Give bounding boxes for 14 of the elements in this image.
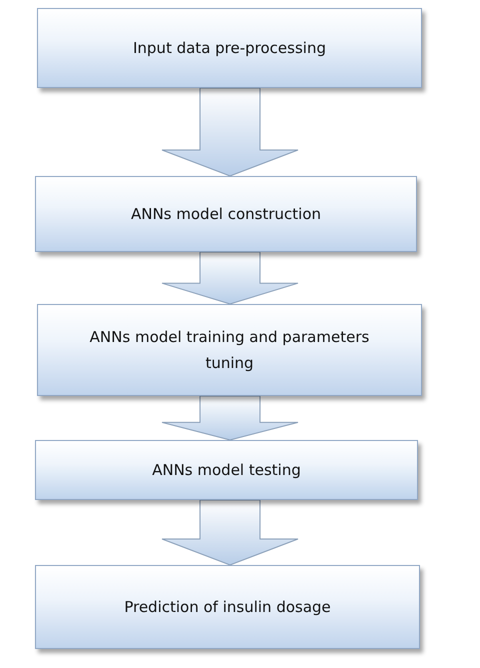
box-label: ANNs model training and parameters tuning (88, 326, 370, 374)
block-arrow (162, 500, 298, 566)
process-box (35, 440, 418, 500)
block-arrow (162, 396, 298, 441)
box-label: ANNs model construction (130, 204, 322, 225)
process-box (37, 8, 422, 88)
box-label: ANNs model testing (152, 460, 301, 481)
box-label: Input data pre-processing (132, 38, 326, 59)
process-box (35, 565, 420, 649)
process-box (37, 304, 422, 396)
process-box (35, 176, 417, 252)
box-label: Prediction of insulin dosage (124, 596, 331, 618)
block-arrow (162, 88, 298, 177)
block-arrow (162, 252, 298, 305)
